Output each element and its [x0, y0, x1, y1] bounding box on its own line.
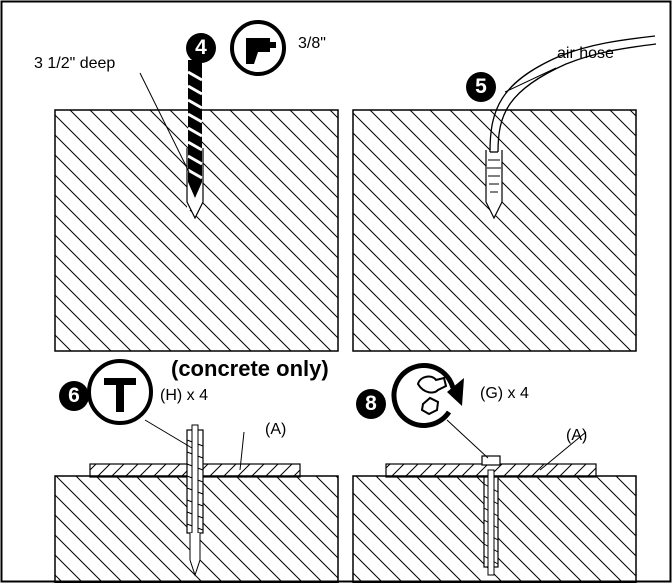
part-a-leader-line [239, 431, 245, 471]
step-4-badge: 4 [186, 33, 216, 63]
hammer-leader-line [144, 419, 193, 449]
wrench-leader-line [446, 419, 489, 459]
step-5-panel [352, 35, 657, 352]
step-5-badge: 5 [466, 72, 496, 102]
depth-label: 3 1/2" deep [34, 55, 116, 72]
drill-icon [230, 20, 286, 76]
concrete-block [352, 109, 637, 352]
step-6-panel [54, 359, 339, 584]
bolt-qty-label: (G) x 4 [480, 385, 529, 402]
depth-leader-line [139, 72, 190, 173]
hose-leader-line [504, 67, 557, 93]
part-a-label-left: (A) [265, 421, 287, 438]
drill-size-label: 3/8" [298, 35, 326, 52]
wrench-tighten-icon [391, 363, 464, 428]
part-a-label-right: (A) [566, 427, 588, 444]
step-8-badge: 8 [356, 389, 386, 419]
anchor-qty-label: (H) x 4 [160, 387, 208, 404]
part-a-leader-line [539, 431, 587, 471]
anchor-bolt [481, 455, 501, 576]
step-6-badge: 6 [59, 381, 89, 411]
air-hose [487, 35, 657, 193]
step-8-panel [352, 363, 637, 584]
drill-bit [187, 60, 203, 198]
concrete-only-heading: (concrete only) [171, 356, 329, 381]
anchor-sleeve [186, 424, 204, 577]
step-4-panel [54, 20, 339, 352]
air-hose-label: air hose [557, 45, 614, 62]
hammer-icon [87, 359, 153, 425]
